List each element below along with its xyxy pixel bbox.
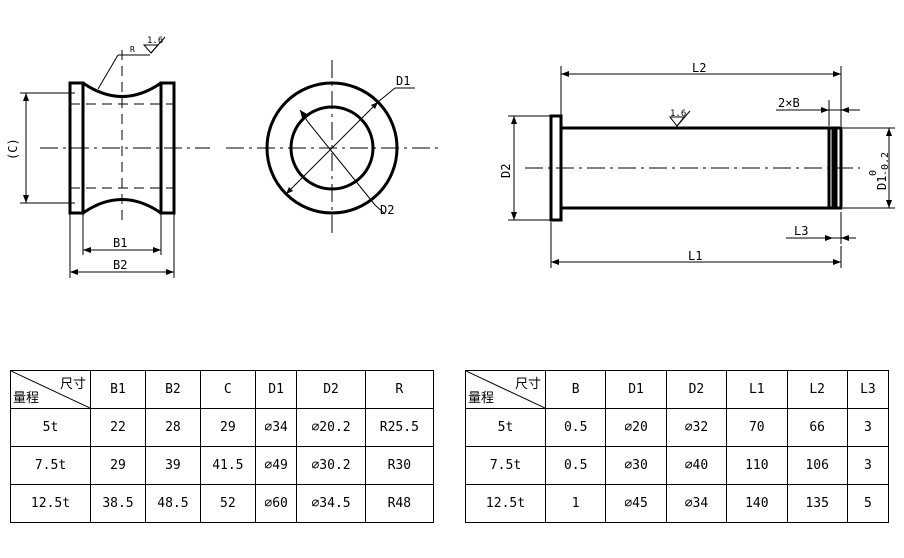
tol-lower-label: -0.2 (880, 152, 891, 176)
table2-cell: 1 (544, 484, 607, 523)
table1-cell: ⌀20.2 (296, 408, 366, 447)
roller-spec-table: 尺寸 量程 B1 B2 C D1 D2 R 5t 22 28 29 ⌀34 ⌀2… (10, 370, 435, 523)
table1-cell: 7.5t (10, 446, 91, 485)
dim-c-label: (C) (6, 138, 20, 160)
table1-cell: 39 (144, 446, 201, 485)
table1-header-row: 尺寸 量程 B1 B2 C D1 D2 R (10, 370, 435, 409)
table2-cell: 135 (786, 484, 848, 523)
dim-l2-label: L2 (692, 61, 706, 75)
table2-cell: 0.5 (544, 446, 607, 485)
table1-cell: 48.5 (144, 484, 201, 523)
table1-cell: 29 (90, 446, 146, 485)
table2-header-cell: D1 (605, 370, 667, 409)
table2-header-cell: L2 (786, 370, 848, 409)
table2-cell: ⌀20 (605, 408, 667, 447)
dim-b2-label: B2 (113, 258, 127, 272)
dim-2xb-label: 2×B (778, 96, 800, 110)
table1-cell: ⌀49 (254, 446, 298, 485)
table-row: 7.5t 0.5 ⌀30 ⌀40 110 106 3 (465, 446, 890, 485)
table-row: 7.5t 29 39 41.5 ⌀49 ⌀30.2 R30 (10, 446, 435, 485)
table2-header-cell: L1 (726, 370, 788, 409)
table2-cell: 0.5 (544, 408, 607, 447)
table1-cell: ⌀34.5 (296, 484, 366, 523)
table1-corner-cell: 尺寸 量程 (10, 370, 91, 409)
table2-cell: 110 (726, 446, 788, 485)
table2-corner-cell: 尺寸 量程 (465, 370, 546, 409)
table2-cell: 106 (786, 446, 848, 485)
table1-cell: 52 (199, 484, 256, 523)
table1-cell: 29 (199, 408, 256, 447)
table1-cell: R48 (364, 484, 435, 523)
table1-cell: R25.5 (364, 408, 435, 447)
table2-header-row: 尺寸 量程 B D1 D2 L1 L2 L3 (465, 370, 890, 409)
table1-cell: 28 (144, 408, 201, 447)
table1-corner-diagonal (11, 371, 90, 408)
table2-corner-diagonal (466, 371, 545, 408)
table2-cell: ⌀40 (665, 446, 728, 485)
table-row: 5t 22 28 29 ⌀34 ⌀20.2 R25.5 (10, 408, 435, 447)
roughness-label-2: 1.6 (670, 109, 686, 119)
table1-cell: ⌀60 (254, 484, 298, 523)
table2-cell: 5 (846, 484, 890, 523)
table1-cell: 5t (10, 408, 91, 447)
table-row: 5t 0.5 ⌀20 ⌀32 70 66 3 (465, 408, 890, 447)
roller-side-view: (C) R 1.6 B1 B2 (6, 36, 210, 278)
table1-cell: ⌀30.2 (296, 446, 366, 485)
table2-corner-bottom: 量程 (468, 391, 495, 406)
d2-leader-line (307, 121, 376, 206)
table1-header-cell: D1 (254, 370, 298, 409)
table1-header-cell: R (364, 370, 435, 409)
table1-cell: R30 (364, 446, 435, 485)
table1-cell: 22 (90, 408, 146, 447)
table1-cell: 38.5 (90, 484, 146, 523)
table2-cell: 12.5t (465, 484, 546, 523)
table2-header-cell: B (544, 370, 607, 409)
dim-d2-label: D2 (380, 203, 394, 217)
table1-header-cell: C (199, 370, 256, 409)
table1-header-cell: B1 (90, 370, 146, 409)
roughness-symbol-icon (142, 44, 160, 54)
table2-cell: ⌀32 (665, 408, 728, 447)
roller-top-groove (82, 81, 162, 98)
table2-cell: 140 (726, 484, 788, 523)
table2-corner-top: 尺寸 (514, 377, 541, 392)
table2-cell: 70 (726, 408, 788, 447)
table1-cell: ⌀34 (254, 408, 298, 447)
dim-l1-label: L1 (688, 249, 702, 263)
roller-front-view: D1 D2 (226, 60, 440, 238)
table1-cell: 12.5t (10, 484, 91, 523)
dim-d1-label: D1 (396, 74, 410, 88)
table-row: 12.5t 1 ⌀45 ⌀34 140 135 5 (465, 484, 890, 523)
table2-cell: ⌀45 (605, 484, 667, 523)
shaft-spec-table: 尺寸 量程 B D1 D2 L1 L2 L3 5t 0.5 ⌀20 ⌀32 70… (465, 370, 890, 523)
table1-cell: 41.5 (199, 446, 256, 485)
table2-cell: ⌀30 (605, 446, 667, 485)
table2-header-cell: D2 (665, 370, 728, 409)
table1-header-cell: B2 (144, 370, 201, 409)
d1-leader-line (285, 101, 379, 195)
table1-corner-bottom: 量程 (13, 391, 40, 406)
table1-corner-top: 尺寸 (59, 377, 86, 392)
dim-d2-side-label: D2 (499, 164, 513, 178)
table2-cell: 66 (786, 408, 848, 447)
dim-l3-label: L3 (794, 224, 808, 238)
table2-cell: 3 (846, 408, 890, 447)
dim-b1-label: B1 (113, 236, 127, 250)
table2-cell: ⌀34 (665, 484, 728, 523)
roughness-label-1: 1.6 (147, 36, 163, 46)
r-leader-line (97, 54, 119, 90)
table1-header-cell: D2 (296, 370, 366, 409)
r-mark-label: R (130, 45, 135, 54)
table-row: 12.5t 38.5 48.5 52 ⌀60 ⌀34.5 R48 (10, 484, 435, 523)
table2-cell: 3 (846, 446, 890, 485)
dim-d1-tol-label: D1 (875, 176, 889, 190)
table2-header-cell: L3 (846, 370, 890, 409)
table2-cell: 5t (465, 408, 546, 447)
table2-cell: 7.5t (465, 446, 546, 485)
shaft-side-view: 1.6 L2 2×B D2 D1 0 -0.2 L3 (499, 61, 895, 268)
tol-upper-label: 0 (868, 170, 879, 176)
